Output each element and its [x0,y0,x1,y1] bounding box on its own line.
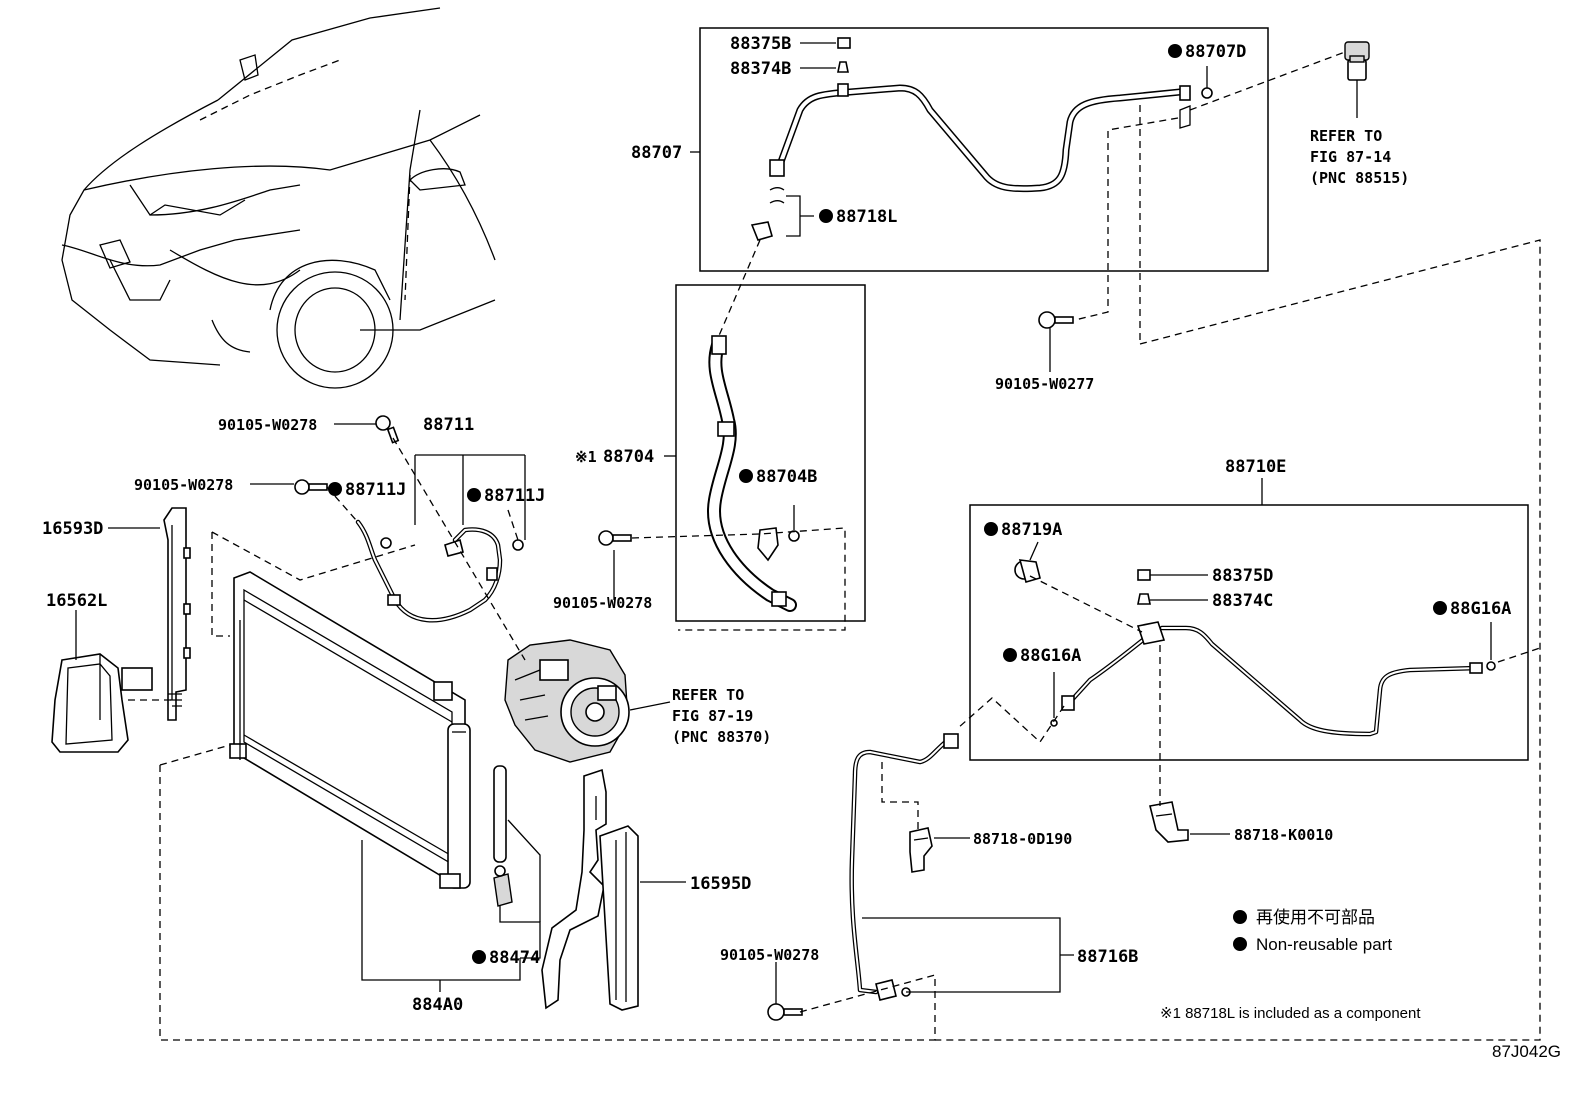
footnote: ※1 88718L is included as a component [1160,1005,1421,1022]
non-reusable-marker [819,209,833,223]
figure-code: 87J042G [1492,1042,1561,1061]
refer-2-line-2: FIG 87-19 [672,707,753,725]
refer-2-line-3: (PNC 88370) [672,728,771,746]
non-reusable-marker [467,488,481,502]
condenser-884A0 [229,571,471,889]
o-ring-88711J-b [512,539,524,551]
bolt-90105-W0278-b [294,479,328,495]
refer-1-line-3: (PNC 88515) [1310,169,1409,187]
label-88711: 88711 [423,415,474,435]
label-88718L: 88718L [836,207,897,227]
pipe-88716B [849,733,959,1001]
seal-16593D [163,507,191,721]
label-88374B: 88374B [730,59,791,79]
label-90105-W0278-d: 90105-W0278 [720,946,819,964]
label-16595D: 16595D [690,874,751,894]
legend-dot-jp [1233,910,1247,924]
dryer-88474 [493,765,513,907]
label-88710E: 88710E [1225,457,1286,477]
seal-16562L [51,653,153,753]
core-88374B [837,61,849,73]
group-box-88707 [699,27,1269,272]
non-reusable-marker [328,482,342,496]
label-88704B: 88704B [756,467,817,487]
label-16593D: 16593D [42,519,103,539]
leader-lines [75,42,1492,1004]
cap-88375B [837,37,851,49]
non-reusable-marker [472,950,486,964]
valve-88719A [1014,559,1041,583]
label-88707: 88707 [631,143,682,163]
pipe-88711 [355,519,503,623]
pipe-88710E [1061,621,1483,737]
label-88474: 88474 [489,948,540,968]
vehicle-illustration [61,7,496,389]
label-88G16A-b: 88G16A [1450,599,1511,619]
label-88375B: 88375B [730,34,791,54]
label-88704: 88704 [603,447,654,467]
dashed-guides [128,51,1541,1041]
label-90105-W0278-b: 90105-W0278 [134,476,233,494]
label-88716B: 88716B [1077,947,1138,967]
non-reusable-marker [1433,601,1447,615]
label-16562L: 16562L [46,591,107,611]
bolt-90105-W0277 [1038,311,1074,329]
legend: 再使用不可部品 Non-reusable part ※1 88718L is i… [1160,907,1421,1022]
label-88704-prefix: ※1 [575,448,597,466]
compressor [504,639,630,763]
non-reusable-marker [1003,648,1017,662]
bolt-90105-W0278-d [767,1003,803,1021]
group-box-88710E [969,504,1529,761]
core-88374C [1137,593,1151,605]
legend-dot-en [1233,937,1247,951]
label-88707D: 88707D [1185,42,1246,62]
refer-1-line-1: REFER TO [1310,127,1382,145]
o-ring-88711J-a [380,537,392,549]
cap-88375D [1137,569,1151,581]
label-88711J-a: 88711J [345,480,406,500]
non-reusable-marker [1168,44,1182,58]
label-88718-K0010: 88718-K0010 [1234,826,1333,844]
label-88G16A-a: 88G16A [1020,646,1081,666]
bolt-90105-W0278-c [598,530,632,546]
non-reusable-marker [984,522,998,536]
label-90105-W0277: 90105-W0277 [995,375,1094,393]
label-88718-0D190: 88718-0D190 [973,830,1072,848]
bracket-88718-0D190 [909,827,933,873]
refer-1-line-2: FIG 87-14 [1310,148,1391,166]
label-88711J-b: 88711J [484,486,545,506]
label-90105-W0278-c: 90105-W0278 [553,594,652,612]
label-88374C: 88374C [1212,591,1273,611]
o-ring-88704B [788,530,800,542]
o-ring-88G16A-b [1486,661,1496,671]
o-ring-88707D [1201,87,1213,99]
legend-jp: 再使用不可部品 [1256,907,1375,927]
connector-88515 [1344,41,1370,81]
group-box-88704 [675,284,866,622]
refer-2-line-1: REFER TO [672,686,744,704]
hose-88704 [707,335,797,612]
bracket-88718-K0010 [1149,801,1189,843]
label-88719A: 88719A [1001,520,1062,540]
seal-16595D [541,768,639,1011]
label-884A0: 884A0 [412,995,463,1015]
label-90105-W0278-a: 90105-W0278 [218,416,317,434]
bolt-90105-W0278-a [375,415,400,444]
hose-88707 [769,84,1191,193]
label-88375D: 88375D [1212,566,1273,586]
legend-en: Non-reusable part [1256,935,1392,954]
non-reusable-marker [739,469,753,483]
